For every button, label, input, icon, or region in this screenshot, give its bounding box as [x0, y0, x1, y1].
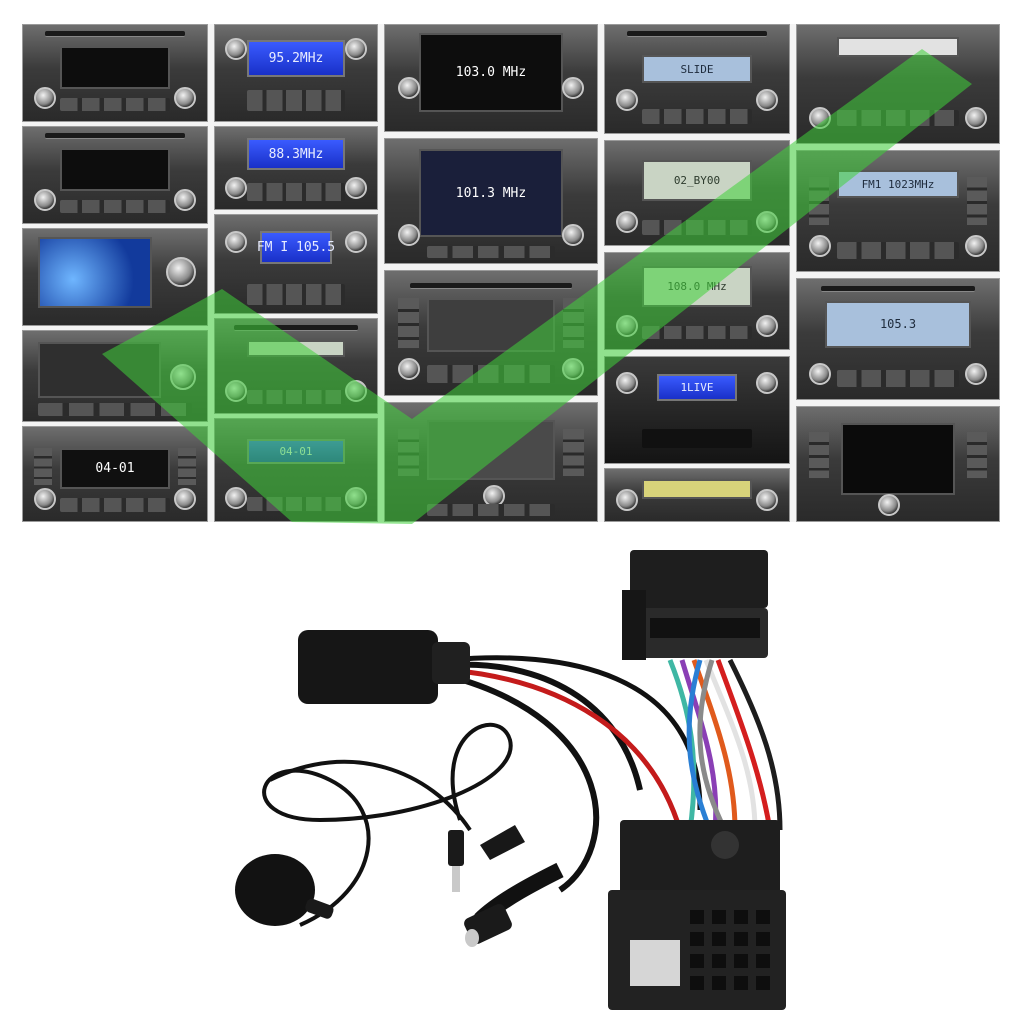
radio-unit: [604, 468, 790, 522]
aux-female-socket: [464, 862, 564, 947]
radio-display: FM1 1023MHz: [837, 170, 959, 199]
quadlock-connector-top: [622, 550, 768, 660]
radio-unit: 101.3 MHz: [384, 138, 598, 264]
radio-display: 1LIVE: [656, 373, 738, 402]
radio-unit: SLIDE: [604, 24, 790, 134]
radio-display: 108.0 MHz: [641, 266, 753, 307]
bluetooth-adapter-product: [235, 550, 786, 1010]
radio-unit: 108.0 MHz: [604, 252, 790, 350]
radio-unit: FM I 105.5: [214, 214, 378, 314]
radio-unit: FM1 1023MHz: [796, 150, 1000, 272]
radio-display: FM I 105.5: [257, 230, 335, 265]
radio-display: 02_BY00: [641, 159, 753, 202]
radio-display: [247, 339, 345, 357]
radio-display: SLIDE: [641, 55, 753, 83]
microphone: [235, 854, 334, 926]
bluetooth-module: [298, 630, 470, 704]
radio-unit: 103.0 MHz: [384, 24, 598, 132]
radio-display: [37, 341, 161, 398]
radio-display: 101.3 MHz: [418, 148, 564, 238]
radio-display: 04-01: [59, 447, 171, 490]
radio-unit: 1LIVE: [604, 356, 790, 464]
radio-display: 105.3: [825, 300, 971, 348]
radio-unit: [384, 402, 598, 522]
radio-unit: 105.3: [796, 278, 1000, 400]
radio-display: [59, 148, 171, 191]
radio-display: [841, 422, 955, 496]
quadlock-connector-bottom: [608, 820, 786, 1010]
radio-unit: 04-01: [214, 418, 378, 522]
radio-unit: [796, 406, 1000, 522]
radio-unit: [22, 330, 208, 422]
radio-display: 103.0 MHz: [418, 33, 564, 112]
radio-unit: 04-01: [22, 426, 208, 522]
radio-display: [837, 36, 959, 58]
radio-unit: [22, 228, 208, 326]
compatible-radios-collage: 04-01 95.2MHz 88.3MHz FM I 105.5 04-01 1…: [22, 24, 1000, 524]
radio-display: [641, 479, 753, 499]
radio-unit: 02_BY00: [604, 140, 790, 246]
radio-unit: [22, 126, 208, 224]
radio-unit: [384, 270, 598, 396]
aux-plug: [448, 830, 464, 892]
radio-unit: [22, 24, 208, 122]
radio-display: 88.3MHz: [247, 138, 345, 171]
radio-unit: 88.3MHz: [214, 126, 378, 210]
radio-unit: [214, 318, 378, 414]
radio-display: [427, 419, 555, 481]
radio-display: 04-01: [247, 439, 345, 464]
radio-unit: 95.2MHz: [214, 24, 378, 122]
radio-unit: [796, 24, 1000, 144]
radio-display: 95.2MHz: [247, 40, 345, 77]
radio-display: [37, 236, 152, 308]
radio-display: [427, 298, 555, 352]
radio-display: [59, 46, 171, 89]
